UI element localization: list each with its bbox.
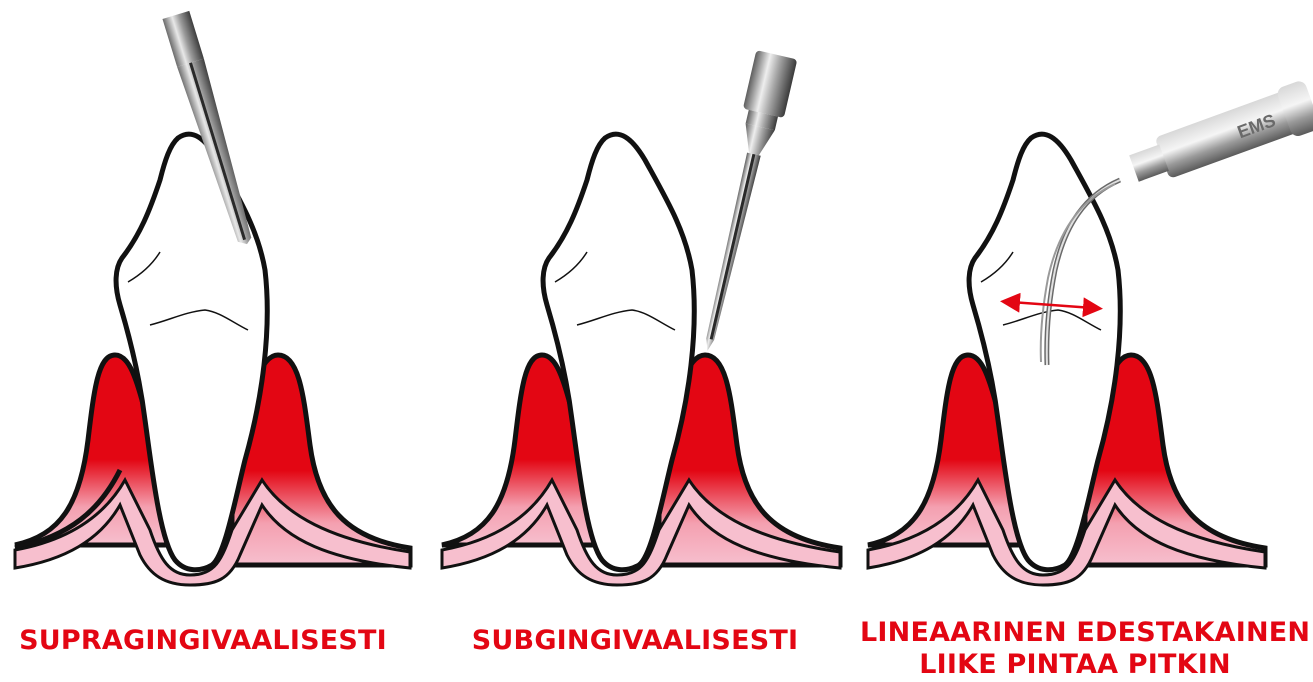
tooth-diagram xyxy=(430,0,860,600)
panel-subgingival: SUBGINGIVAALISESTI xyxy=(430,0,860,682)
scaler-tip-icon xyxy=(688,50,797,356)
tooth-diagram xyxy=(0,0,430,600)
handpiece-icon: EMS xyxy=(1125,79,1313,193)
tooth-diagram: EMS xyxy=(860,0,1313,600)
caption-line-1: LINEAARINEN EDESTAKAINEN xyxy=(860,617,1290,649)
panel-supragingival: SUPRAGINGIVAALISESTI xyxy=(0,0,430,682)
caption-line-2: LIIKE PINTAA PITKIN xyxy=(860,649,1290,681)
panel-linear-motion: EMS LINEAARINEN EDESTAKAINEN LIIKE PINTA… xyxy=(860,0,1313,682)
caption-linear-motion: LINEAARINEN EDESTAKAINEN LIIKE PINTAA PI… xyxy=(860,617,1290,681)
caption-supragingival: SUPRAGINGIVAALISESTI xyxy=(18,625,388,657)
caption-subgingival: SUBGINGIVAALISESTI xyxy=(450,625,820,657)
